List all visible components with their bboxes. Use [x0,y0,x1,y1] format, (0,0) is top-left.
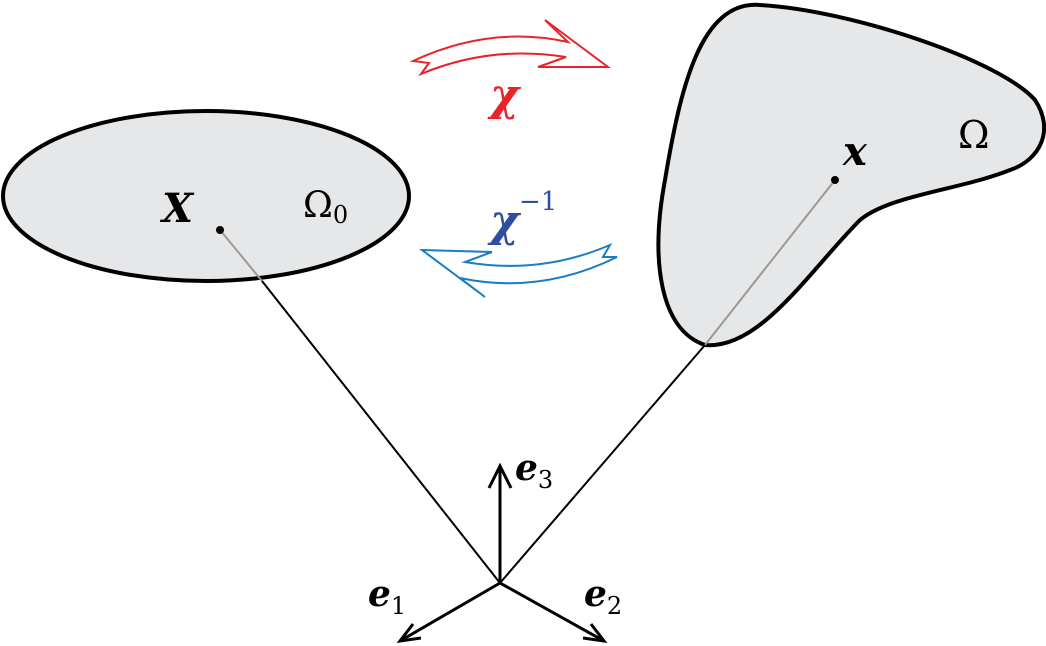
forward-map-arrow [409,19,612,77]
current-domain [656,2,1046,348]
label-X: X [159,185,195,232]
label-e1: e1 [368,573,406,620]
label-chi-inverse: χ−1 [487,187,557,247]
position-vector-X [261,280,501,584]
label-omega0: Ω0 [303,185,348,229]
point-X [216,226,224,234]
position-vector-x [499,344,706,584]
label-chi: χ [487,70,522,121]
reference-domain [1,109,411,283]
label-e3: e3 [515,447,553,494]
position-vector-X-inner [219,229,263,282]
basis-vectors [396,462,608,644]
label-e2: e2 [584,573,622,620]
label-omega: Ω [958,113,990,157]
position-vector-x-inner [704,179,836,346]
point-x [831,176,839,184]
label-x: x [842,128,868,175]
inverse-map-arrow [418,242,618,298]
